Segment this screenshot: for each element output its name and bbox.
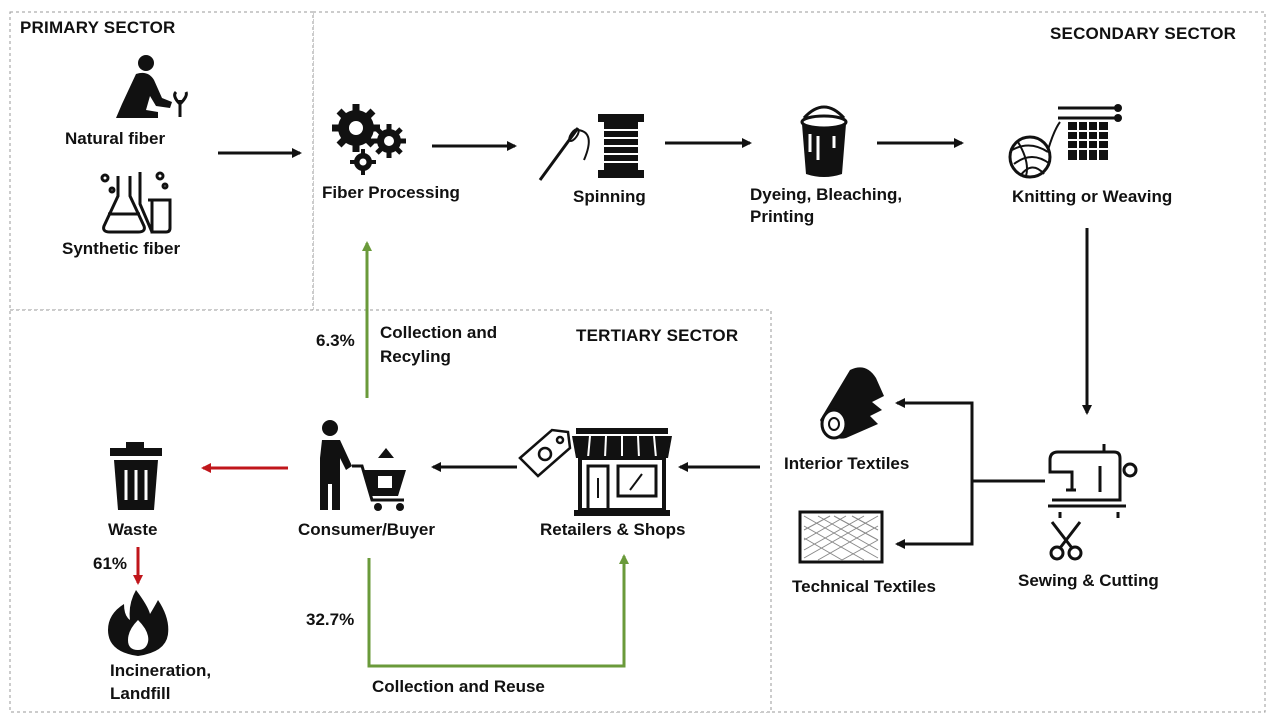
incineration-label-line2: Landfill [110, 684, 171, 703]
fiber-processing-label: Fiber Processing [322, 183, 460, 202]
sewing-label: Sewing & Cutting [1018, 571, 1159, 590]
waste-label: Waste [108, 520, 158, 539]
reuse-label: Collection and Reuse [372, 677, 545, 696]
shop-icon [572, 428, 672, 516]
trash-bin-icon [110, 442, 162, 510]
shopper-cart-icon [320, 420, 406, 511]
lab-flask-icon [100, 171, 172, 234]
fire-icon [108, 590, 169, 656]
needle-thread-spool-icon [538, 114, 644, 181]
arrow-reuse-to-retailers [367, 554, 629, 668]
arrow-to-interior [895, 398, 974, 481]
recycling-label-line1: Collection and [380, 323, 498, 342]
reuse-percent: 32.7% [306, 610, 355, 629]
retailers-label: Retailers & Shops [540, 520, 686, 539]
arrow-to-technical [895, 481, 974, 549]
consumer-label: Consumer/Buyer [298, 520, 435, 539]
landfill-percent: 61% [93, 554, 128, 573]
primary-sector-title: PRIMARY SECTOR [20, 18, 176, 37]
farmer-icon [116, 55, 188, 118]
price-tag-icon [518, 428, 572, 478]
waste-flow-arrows [133, 463, 288, 585]
recycling-percent: 6.3% [316, 331, 355, 350]
dyeing-label-line1: Dyeing, Bleaching, [750, 185, 903, 204]
primary-sector-box [9, 11, 314, 311]
main-flow-arrows [218, 138, 1092, 549]
scissors-icon [1049, 521, 1083, 561]
spinning-label: Spinning [573, 187, 646, 206]
net-icon [798, 510, 884, 564]
natural-fiber-label: Natural fiber [65, 129, 166, 148]
gears-icon [332, 104, 406, 175]
synthetic-fiber-label: Synthetic fiber [62, 239, 181, 258]
secondary-sector-title: SECONDARY SECTOR [1050, 24, 1237, 43]
interior-textiles-label: Interior Textiles [784, 454, 910, 473]
knitting-label: Knitting or Weaving [1012, 187, 1173, 206]
technical-textiles-label: Technical Textiles [792, 577, 936, 596]
paint-bucket-icon [800, 105, 848, 177]
yarn-knitting-icon [1008, 104, 1122, 179]
recycling-label-line2: Recyling [380, 347, 451, 366]
dyeing-label-line2: Printing [750, 207, 815, 226]
incineration-label-line1: Incineration, [110, 661, 212, 680]
fabric-roll-icon [820, 367, 884, 440]
tertiary-sector-title: TERTIARY SECTOR [576, 326, 739, 345]
recycle-flow-arrows [362, 241, 629, 668]
sewing-machine-icon [1048, 444, 1138, 518]
